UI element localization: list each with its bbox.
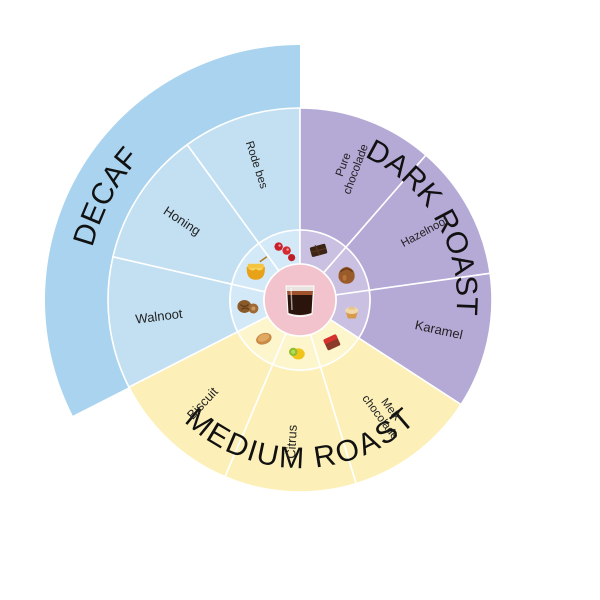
walnut-icon (237, 299, 259, 314)
espresso-glass-icon (285, 285, 315, 317)
icons (237, 242, 359, 360)
flavor-label-citrus: Citrus (283, 424, 300, 459)
center-hub (263, 263, 337, 337)
flavor-segments (107, 107, 493, 493)
milk-chocolate-icon (323, 334, 341, 351)
dark-chocolate-icon (309, 243, 328, 257)
hazelnut-icon (338, 266, 355, 284)
red-berries-icon (274, 242, 296, 262)
flavor-label-walnoot: Walnoot (135, 306, 184, 327)
caramel-icon (345, 306, 359, 319)
honey-pot-icon (246, 256, 268, 280)
biscuit-icon (256, 332, 272, 345)
citrus-icon (289, 347, 305, 360)
